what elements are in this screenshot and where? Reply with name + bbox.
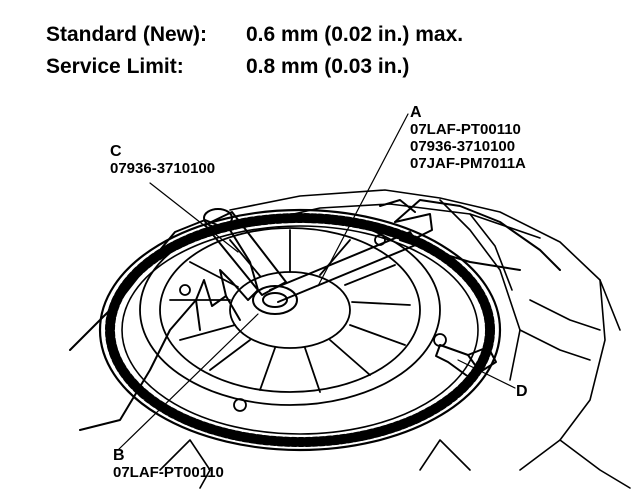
- callout-b-part-1: 07LAF-PT00110: [113, 464, 224, 481]
- callout-b: B 07LAF-PT00110: [113, 447, 224, 481]
- standard-label: Standard (New):: [46, 23, 208, 46]
- left-hand: [69, 219, 259, 431]
- flywheel-ring-gear: [98, 208, 502, 452]
- leader-c: [149, 182, 239, 253]
- tool-a-bar: [269, 213, 433, 303]
- service-limit-label: Service Limit:: [46, 55, 184, 78]
- tool-c-handle: [203, 208, 287, 296]
- callout-a-letter: A: [410, 104, 422, 121]
- callout-a-part-1: 07LAF-PT00110: [410, 121, 521, 138]
- leader-lines: [117, 113, 516, 451]
- service-limit-value: 0.8 mm (0.03 in.): [246, 55, 410, 78]
- callout-c-part-1: 07936-3710100: [110, 160, 216, 177]
- leader-b: [117, 313, 259, 451]
- callout-a: A 07LAF-PT00110 07936-3710100 07JAF-PM70…: [410, 104, 526, 172]
- leader-d: [457, 359, 516, 389]
- tool-d-gauge: [435, 344, 497, 379]
- right-hand: [379, 199, 561, 271]
- tool-b-alignment-pilot: [252, 285, 298, 315]
- callout-c-letter: C: [110, 143, 122, 160]
- callout-a-part-2: 07936-3710100: [410, 138, 516, 155]
- callout-d: D: [516, 383, 528, 400]
- standard-value: 0.6 mm (0.02 in.) max.: [246, 23, 464, 46]
- callout-a-part-3: 07JAF-PM7011A: [410, 155, 526, 172]
- callout-b-letter: B: [113, 447, 125, 464]
- callout-d-letter: D: [516, 383, 528, 400]
- pressure-plate: [139, 214, 447, 412]
- callout-c: C 07936-3710100: [110, 143, 215, 177]
- leader-a: [317, 113, 409, 287]
